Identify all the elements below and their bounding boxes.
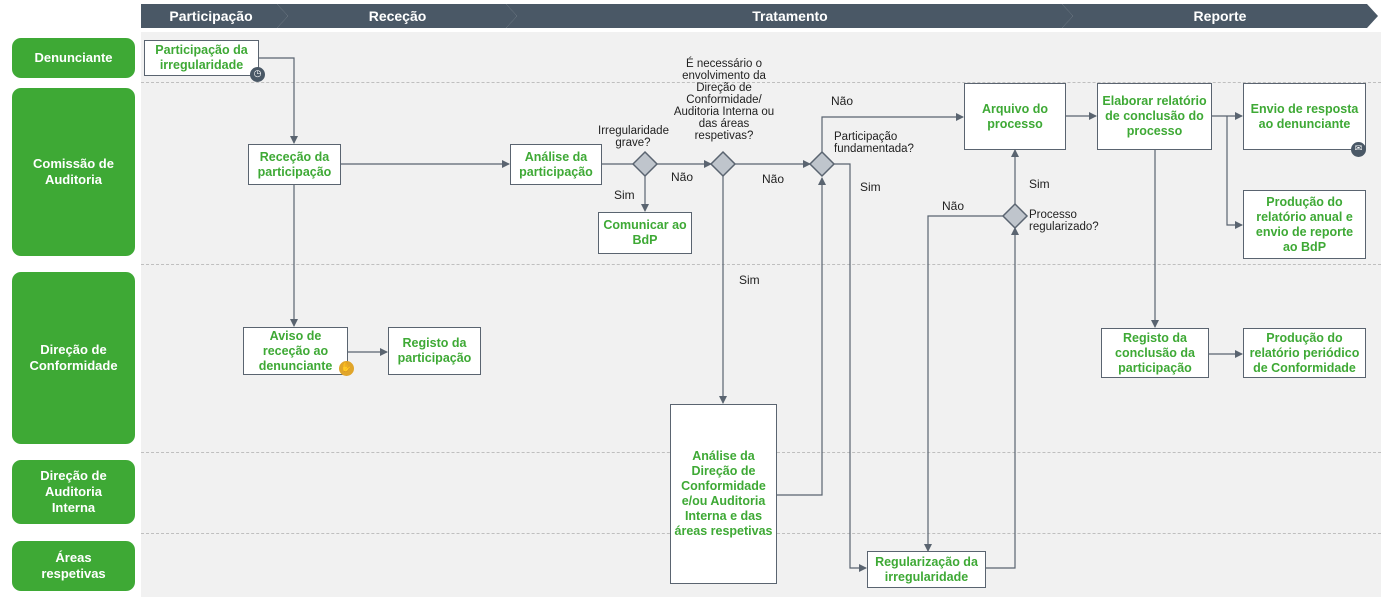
box-aviso-rececao: Aviso de receção ao denunciante	[243, 327, 348, 375]
phase-chevron-participacao	[141, 4, 288, 28]
phase-header: Participação Receção Tratamento Reporte	[0, 0, 1383, 32]
connector	[821, 113, 964, 152]
connector	[834, 163, 867, 572]
box-participacao-irregularidade: Participação da irregularidade	[144, 40, 259, 76]
decision-label-grave: Irregularidade grave?	[598, 125, 669, 149]
connector	[924, 215, 1003, 552]
connector	[259, 57, 298, 144]
box-comunicar-bdp: Comunicar ao BdP	[598, 212, 692, 254]
box-registo-participacao: Registo da participação	[388, 327, 481, 375]
box-analise-participacao: Análise da participação	[510, 144, 602, 185]
decision-diamond-regularizado	[1001, 202, 1029, 230]
box-registo-conclusao: Registo da conclusão da participação	[1101, 328, 1209, 378]
clock-icon: ◷	[250, 67, 265, 82]
box-producao-relatorio-periodico: Produção do relatório periódico de Confo…	[1243, 328, 1366, 378]
phase-reporte: Reporte	[1193, 8, 1247, 24]
lane-direcao-conformidade: Direção de Conformidade	[12, 272, 135, 444]
lane-denunciante: Denunciante	[12, 38, 135, 78]
edge-label-regularizado-nao: Não	[942, 199, 965, 213]
lane-areas-respetivas: Áreas respetivas	[12, 541, 135, 591]
edge-label-grave-sim: Sim	[614, 188, 635, 202]
lane-comissao-auditoria: Comissão de Auditoria	[12, 88, 135, 256]
decision-label-envolvimento: É necessário o envolvimento da Direção d…	[673, 58, 775, 142]
decision-diamond-envolvimento	[709, 150, 737, 178]
decision-diamond-fundamentada	[808, 150, 836, 178]
phase-tratamento: Tratamento	[752, 8, 828, 24]
box-producao-relatorio-anual: Produção do relatório anual e envio de r…	[1243, 190, 1366, 259]
phase-chevron-rececao	[277, 4, 517, 28]
edge-label-fundamentada-nao: Não	[831, 94, 854, 108]
box-envio-resposta: Envio de resposta ao denunciante	[1243, 83, 1366, 150]
decision-label-fundamentada: Participação fundamentada?	[834, 131, 914, 155]
decision-diamond-grave	[631, 150, 659, 178]
phase-chevron-reporte	[1062, 4, 1378, 28]
connector	[777, 177, 826, 496]
connector	[1226, 116, 1243, 229]
edge-label-grave-nao: Não	[671, 170, 694, 184]
edge-label-envolvimento-nao: Não	[762, 172, 785, 186]
box-elaborar-relatorio: Elaborar relatório de conclusão do proce…	[1097, 83, 1212, 150]
edge-label-regularizado-sim: Sim	[1029, 177, 1050, 191]
phase-participacao: Participação	[169, 8, 253, 24]
decision-label-regularizado: Processo regularizado?	[1029, 209, 1099, 233]
lane-separator	[141, 264, 1381, 265]
edge-label-fundamentada-sim: Sim	[860, 180, 881, 194]
phase-chevrons	[141, 4, 1378, 28]
lane-direcao-auditoria-interna: Direção de Auditoria Interna	[12, 460, 135, 524]
mail-icon: ✉	[1351, 142, 1366, 157]
phase-chevron-tratamento	[506, 4, 1073, 28]
edge-label-envolvimento-sim: Sim	[739, 273, 760, 287]
box-regularizacao: Regularização da irregularidade	[867, 551, 986, 588]
connector	[986, 227, 1019, 569]
box-analise-direcao: Análise da Direção de Conformidade e/ou …	[670, 404, 777, 584]
lane-separator	[141, 82, 1381, 83]
hand-icon: ✋	[339, 361, 354, 376]
box-arquivo-processo: Arquivo do processo	[964, 83, 1066, 150]
phase-rececao: Receção	[368, 8, 427, 24]
box-rececao-participacao: Receção da participação	[248, 144, 341, 185]
